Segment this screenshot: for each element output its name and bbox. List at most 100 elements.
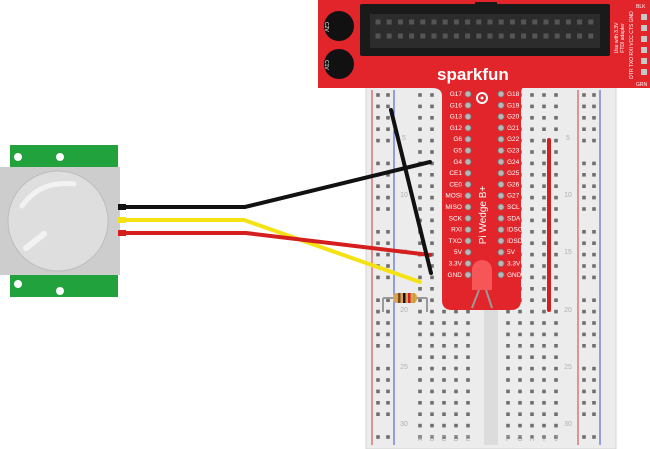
rail-hole: [592, 298, 596, 302]
pin-label-right: G27: [507, 193, 520, 200]
breadboard-hole: [542, 218, 546, 223]
header-pin: [509, 33, 515, 39]
breadboard-hole: [542, 195, 546, 200]
rail-hole: [582, 412, 586, 416]
breadboard-hole: [442, 366, 446, 371]
header-pin: [565, 33, 571, 39]
rail-hole: [582, 138, 586, 143]
pin-pad: [497, 237, 505, 245]
breadboard-hole: [430, 389, 434, 394]
rail-hole: [386, 264, 390, 268]
breadboard-hole: [418, 287, 422, 291]
breadboard-hole: [430, 184, 434, 188]
rail-hole: [592, 366, 596, 371]
breadboard-hole: [530, 287, 534, 291]
header-pin: [420, 19, 426, 25]
pin-label-right: SCL: [507, 204, 520, 211]
pin-label-right: 5V: [507, 249, 516, 256]
wires: [124, 108, 433, 284]
row-number: 20: [400, 307, 408, 314]
pin-pad: [497, 90, 505, 98]
breadboard-hole: [442, 332, 446, 337]
breadboard-hole: [542, 332, 546, 337]
breadboard-hole: [418, 401, 422, 405]
breadboard-hole: [554, 366, 558, 371]
ftdi-label-1: Use with 3.3V: [614, 22, 620, 54]
label-c1v: C1V: [323, 60, 329, 70]
label-blk: BLK: [636, 4, 646, 10]
breadboard-hole: [418, 332, 422, 337]
pin-label-left: RXI: [451, 227, 462, 234]
gpio-header-socket: [370, 14, 600, 48]
pin-pad: [497, 203, 505, 211]
rail-hole: [376, 321, 380, 325]
breadboard-hole: [454, 321, 458, 325]
column-letter: B: [430, 436, 435, 443]
breadboard-hole: [430, 378, 434, 382]
pin-label-left: CE0: [449, 181, 462, 188]
breadboard-hole: [554, 161, 558, 166]
breadboard-hole: [518, 389, 522, 394]
column-letter: H: [529, 436, 534, 443]
pin-pad: [464, 203, 472, 211]
rail-hole: [582, 275, 586, 280]
row-number: 5: [402, 135, 406, 142]
column-letter: D: [453, 436, 458, 443]
breadboard-hole: [430, 264, 434, 268]
breadboard-hole: [530, 264, 534, 268]
breadboard-hole: [554, 93, 558, 97]
breadboard-hole: [442, 401, 446, 405]
breadboard-hole: [442, 389, 446, 394]
pin-pad: [497, 113, 505, 120]
rail-hole: [582, 332, 586, 337]
breadboard-hole: [506, 378, 510, 382]
header-pin: [543, 19, 549, 25]
rail-hole: [582, 230, 586, 234]
pin-pad: [497, 135, 505, 143]
breadboard-hole: [542, 344, 546, 348]
breadboard-hole: [542, 93, 546, 97]
breadboard-hole: [430, 401, 434, 405]
header-pin: [588, 33, 594, 39]
rail-hole: [376, 366, 380, 371]
rail-hole: [582, 184, 586, 188]
wedge-pin-labels-right: G18G19G20G21G22G23G24G25G26G27SCLSDAIDSC…: [497, 90, 523, 279]
pin-label-right: 3.3V: [507, 261, 521, 268]
breadboard-hole: [530, 161, 534, 166]
breadboard-hole: [430, 241, 434, 245]
pir-mount-hole: [14, 280, 22, 288]
rail-hole: [376, 195, 380, 200]
rail-hole: [376, 435, 380, 439]
pir-mount-hole: [14, 153, 22, 161]
row-number: 5: [566, 135, 570, 142]
breadboard-hole: [554, 435, 558, 439]
pin-label-right: G25: [507, 170, 520, 177]
resistor-band-1: [398, 293, 401, 303]
breadboard-hole: [554, 127, 558, 131]
pin-label-left: TXO: [449, 238, 462, 245]
pin-pad: [464, 214, 472, 222]
breadboard-hole: [554, 309, 558, 314]
breadboard-hole: [542, 287, 546, 291]
rail-hole: [592, 378, 596, 382]
breadboard-hole: [506, 412, 510, 416]
breadboard-hole: [530, 116, 534, 120]
ftdi-pin: [641, 36, 647, 42]
led-leg-1: [471, 289, 480, 309]
pin-pad: [464, 169, 472, 177]
pin-pad: [497, 192, 505, 200]
row-number: 25: [400, 364, 408, 371]
rail-hole: [592, 241, 596, 245]
breadboard-hole: [466, 378, 470, 382]
pir-pin-out: [118, 217, 126, 223]
rail-hole: [582, 252, 586, 257]
header-pin: [565, 19, 571, 25]
breadboard-hole: [530, 93, 534, 97]
breadboard-hole: [466, 344, 470, 348]
breadboard-hole: [554, 230, 558, 234]
breadboard-hole: [530, 344, 534, 348]
pin-label-right: G21: [507, 125, 520, 132]
breadboard-hole: [530, 309, 534, 314]
breadboard-hole: [430, 116, 434, 120]
breadboard-hole: [430, 366, 434, 371]
